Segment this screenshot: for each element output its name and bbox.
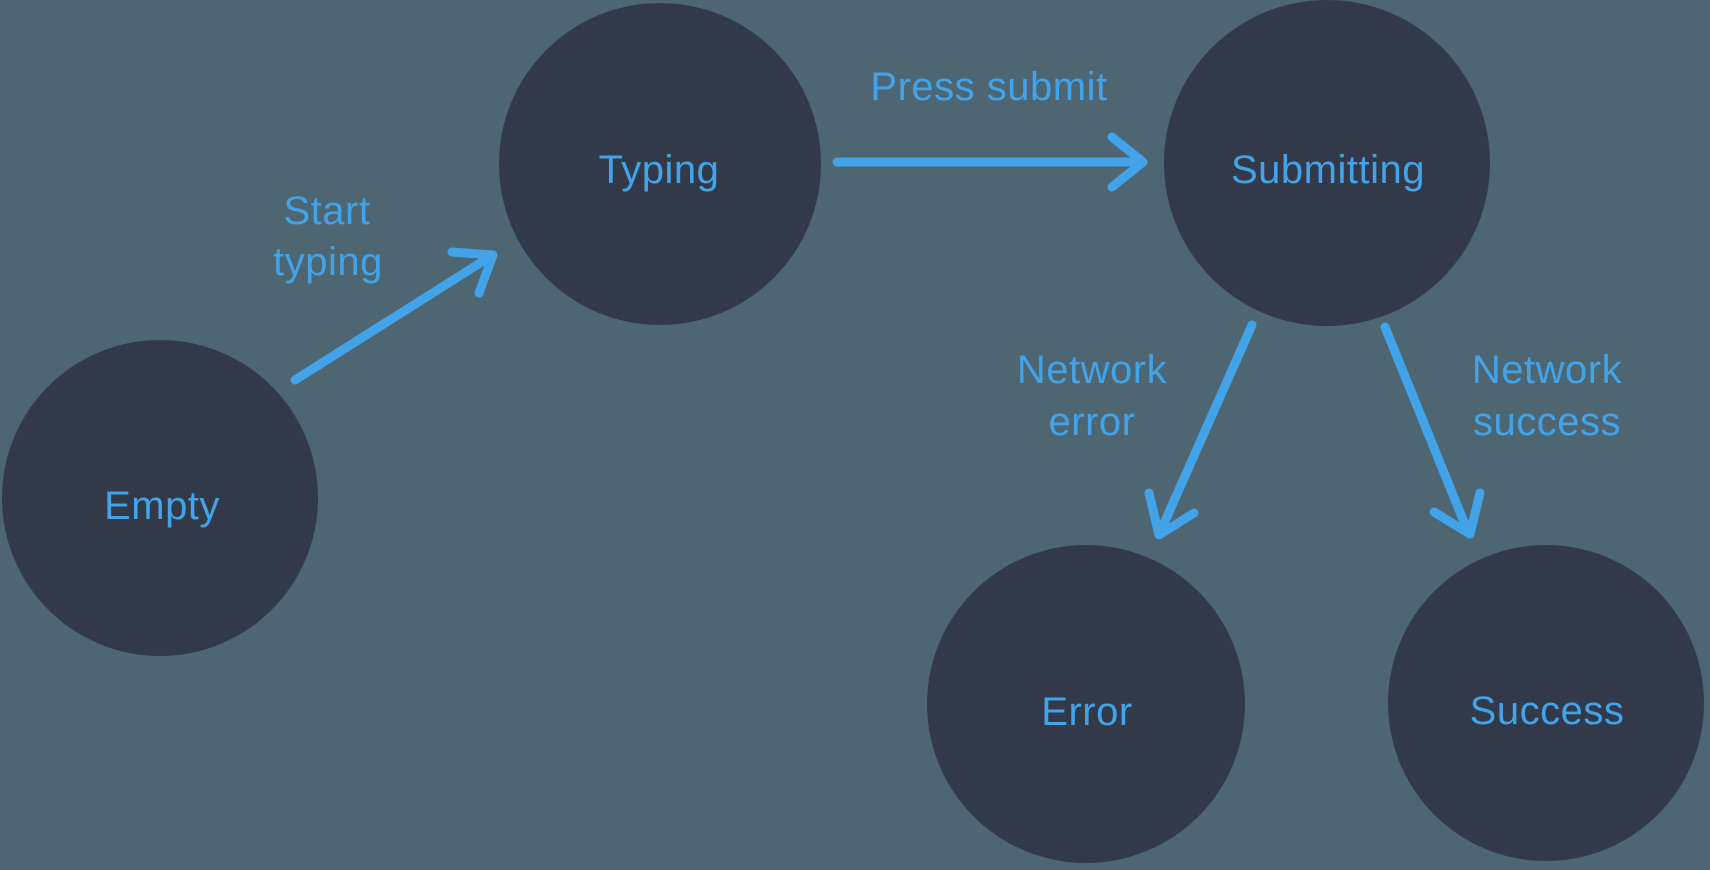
transition-press-submit: Press submit xyxy=(832,65,1148,192)
transition-label-network-success-line2: success xyxy=(1473,400,1621,444)
transition-network-error: Network error xyxy=(1017,320,1257,540)
state-typing: Typing xyxy=(499,3,821,325)
state-node-success xyxy=(1388,545,1704,861)
transition-arrow-press-submit xyxy=(832,132,1148,192)
transition-arrow-start-typing xyxy=(290,247,498,385)
state-label-error: Error xyxy=(1041,690,1132,734)
state-error: Error xyxy=(927,545,1245,863)
transition-label-network-error-line2: error xyxy=(1049,400,1136,444)
state-node-empty xyxy=(2,340,318,656)
state-label-typing: Typing xyxy=(599,148,720,192)
transition-label-start-typing-line1: Start xyxy=(284,189,371,233)
transition-label-press-submit: Press submit xyxy=(870,65,1107,109)
transition-start-typing: Start typing xyxy=(273,189,498,385)
state-node-typing xyxy=(499,3,821,325)
state-submitting: Submitting xyxy=(1164,0,1490,326)
transition-arrow-network-success xyxy=(1380,322,1485,539)
transition-network-success: Network success xyxy=(1380,322,1623,539)
state-node-error xyxy=(927,545,1245,863)
state-label-empty: Empty xyxy=(104,484,220,528)
transition-label-network-error-line1: Network xyxy=(1017,348,1168,392)
transition-label-start-typing-line2: typing xyxy=(273,240,383,284)
state-success: Success xyxy=(1388,545,1704,861)
transition-label-network-success-line1: Network xyxy=(1472,348,1623,392)
transition-arrow-network-error xyxy=(1144,320,1257,540)
state-node-submitting xyxy=(1164,0,1490,326)
state-empty: Empty xyxy=(2,340,318,656)
state-label-submitting: Submitting xyxy=(1231,148,1425,192)
state-label-success: Success xyxy=(1470,689,1625,733)
